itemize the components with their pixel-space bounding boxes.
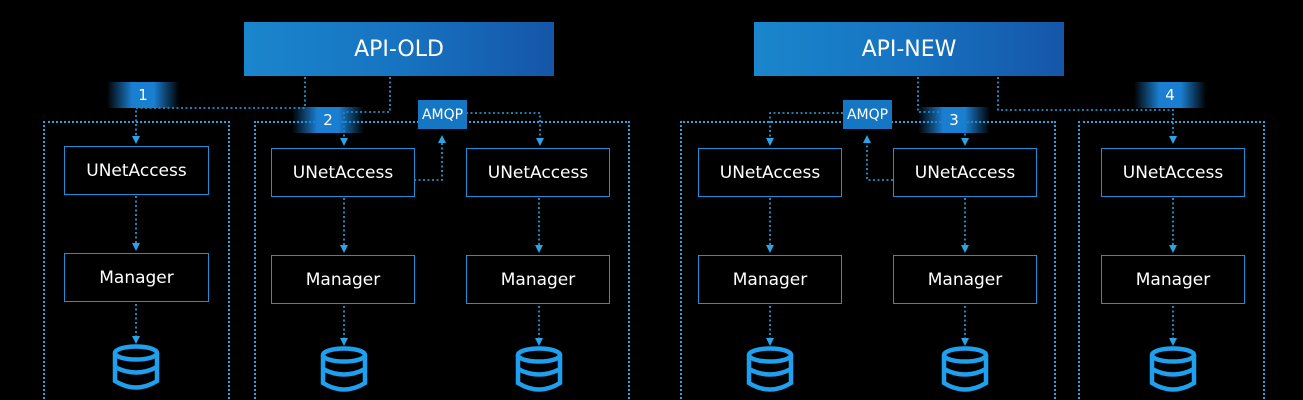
database-icon bbox=[744, 346, 796, 392]
unetaccess-box-5: UNetAccess bbox=[893, 148, 1037, 197]
unetaccess-box-4: UNetAccess bbox=[698, 148, 842, 197]
region-4 bbox=[1078, 121, 1265, 400]
unetaccess-box-2: UNetAccess bbox=[271, 148, 415, 197]
wire-api-old-to-access-1 bbox=[132, 77, 306, 144]
manager-box-6: Manager bbox=[1101, 255, 1245, 304]
region-badge-3: 3 bbox=[918, 107, 990, 133]
database-icon bbox=[939, 346, 991, 392]
database-icon bbox=[1147, 346, 1199, 392]
unetaccess-box-1: UNetAccess bbox=[64, 146, 209, 195]
region-1 bbox=[43, 121, 230, 400]
region-badge-1: 1 bbox=[107, 82, 179, 108]
database-icon bbox=[513, 346, 565, 392]
amqp-right-box: AMQP bbox=[843, 100, 892, 129]
api-new-box: API-NEW bbox=[754, 22, 1064, 76]
wire-amqp-to-access-3 bbox=[466, 112, 544, 146]
unetaccess-box-6: UNetAccess bbox=[1101, 148, 1245, 197]
manager-box-2: Manager bbox=[271, 255, 415, 304]
region-badge-2: 2 bbox=[292, 107, 364, 133]
manager-box-4: Manager bbox=[698, 255, 842, 304]
amqp-left-box: AMQP bbox=[418, 100, 467, 129]
unetaccess-box-3: UNetAccess bbox=[466, 148, 610, 197]
region-badge-4: 4 bbox=[1134, 82, 1206, 108]
database-icon bbox=[110, 344, 162, 390]
wire-access-2-to-amqp bbox=[414, 135, 446, 181]
wire-amqp-to-access-4 bbox=[766, 112, 843, 146]
database-icon bbox=[318, 346, 370, 392]
manager-box-5: Manager bbox=[893, 255, 1037, 304]
manager-box-3: Manager bbox=[466, 255, 610, 304]
api-old-box: API-OLD bbox=[244, 22, 554, 76]
manager-box-1: Manager bbox=[64, 253, 209, 302]
